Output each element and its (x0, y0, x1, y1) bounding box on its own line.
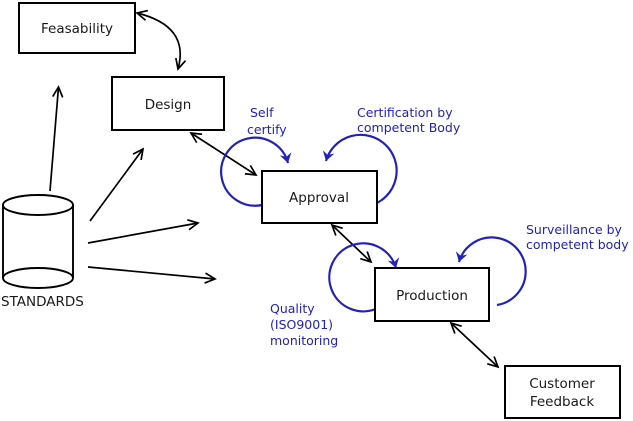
annotation-self-certify: Self certify (247, 105, 287, 137)
annotation-certification: Certification by competent Body (357, 105, 461, 135)
edge-design-approval (189, 131, 258, 177)
customer-feedback-label-line1: Customer (529, 376, 595, 392)
edge-standards-to-production (87, 266, 217, 284)
customer-feedback-box (504, 365, 621, 419)
approval-box (261, 170, 378, 224)
quality-monitoring-loop (328, 242, 400, 313)
edge-standards-to-approval (87, 219, 200, 244)
self-certify-line2: certify (247, 122, 287, 137)
quality-line2: (ISO9001) (270, 317, 333, 332)
annotation-quality: Quality (ISO9001) monitoring (270, 301, 338, 348)
edge-production-customer-feedback (449, 321, 500, 369)
node-production: Production (374, 267, 490, 322)
edge-standards-to-feasability (49, 85, 64, 192)
cylinder-top-ellipse (2, 194, 74, 216)
annotation-surveillance: Surveillance by competent body (526, 222, 629, 252)
design-box (111, 76, 225, 131)
certification-line1: Certification by (357, 105, 453, 120)
quality-line1: Quality (270, 301, 315, 316)
node-approval: Approval (261, 170, 378, 224)
edge-feasability-design (135, 9, 187, 71)
surveillance-line1: Surveillance by (526, 222, 623, 237)
certification-line2: competent Body (357, 120, 461, 135)
node-customer-feedback: Customer Feedback (504, 365, 621, 419)
node-feasability: Feasability (18, 2, 136, 54)
production-box (374, 267, 490, 322)
self-certify-loop (220, 136, 292, 207)
edge-standards-to-design (89, 147, 145, 222)
surveillance-loop (455, 236, 527, 307)
certification-loop (322, 133, 398, 207)
quality-line3: monitoring (270, 333, 338, 348)
feasability-box (18, 2, 136, 54)
standards-cylinder: STANDARDS (1, 194, 84, 310)
customer-feedback-label-line2: Feedback (530, 394, 594, 410)
feasability-label: Feasability (41, 21, 113, 37)
production-label: Production (396, 288, 468, 304)
node-design: Design (111, 76, 225, 131)
self-certify-line1: Self (250, 105, 274, 120)
surveillance-line2: competent body (526, 237, 629, 252)
edge-approval-production (330, 223, 373, 264)
cylinder-bottom-ellipse (2, 267, 74, 289)
standards-label: STANDARDS (1, 294, 84, 310)
design-label: Design (145, 97, 192, 113)
approval-label: Approval (289, 190, 349, 206)
